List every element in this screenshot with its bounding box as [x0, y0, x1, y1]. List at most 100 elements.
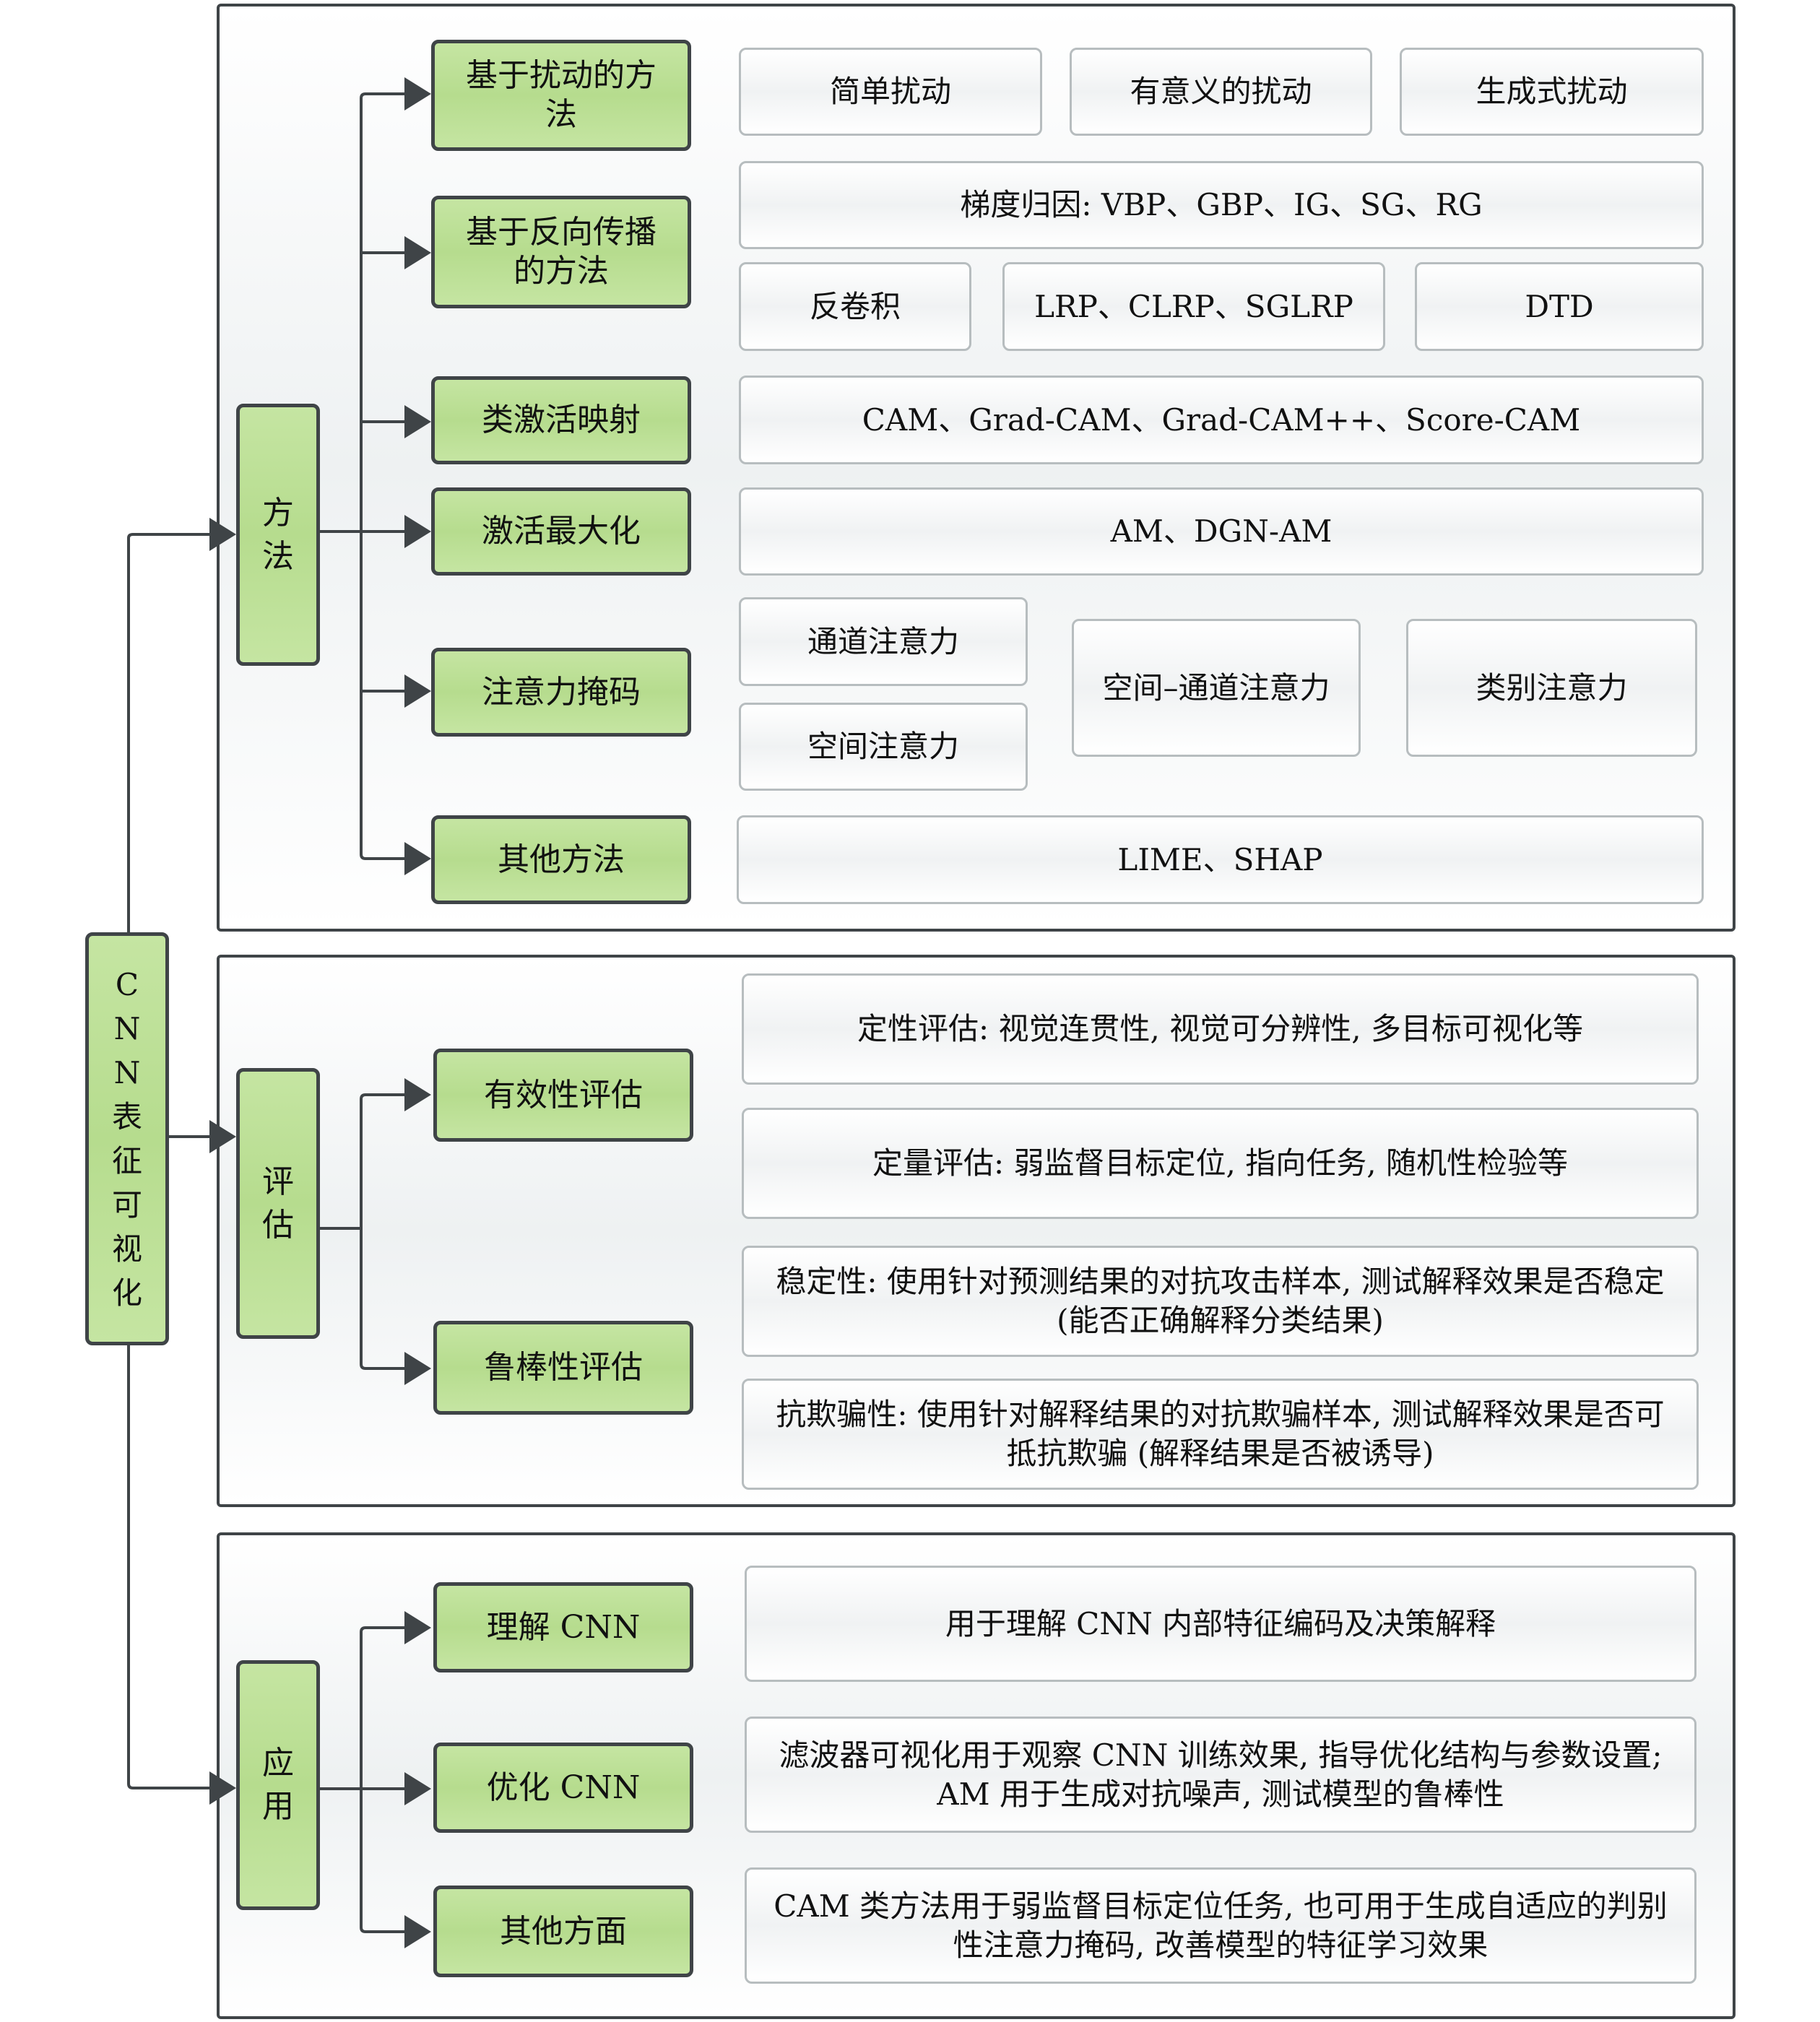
- leaf-label: 通道注意力: [807, 623, 959, 659]
- leaf-label: 定量评估: 弱监督目标定位, 指向任务, 随机性检验等: [872, 1145, 1568, 1181]
- root-char: 可: [111, 1187, 142, 1223]
- node-char: 用: [262, 1788, 294, 1825]
- leaf-am: AM、DGN-AM: [739, 487, 1704, 576]
- leaf-label: CAM 类方法用于弱监督目标定位任务, 也可用于生成自适应的判别性注意力掩码, …: [774, 1888, 1668, 1963]
- node-class-activation-mapping: 类激活映射: [431, 376, 691, 464]
- leaf-lrp: LRP、CLRP、SGLRP: [1002, 262, 1385, 351]
- leaf-label: 抗欺骗性: 使用针对解释结果的对抗欺骗样本, 测试解释效果是否可抵抗欺骗 (解释…: [776, 1397, 1665, 1471]
- leaf-spatial-channel-attention: 空间–通道注意力: [1072, 619, 1361, 757]
- node-evaluation: 评 估: [236, 1068, 320, 1339]
- node-perturbation-methods: 基于扰动的方法: [431, 40, 691, 151]
- root-node-cnn-visualization: C N N 表 征 可 视 化: [85, 932, 169, 1345]
- node-label: 基于反向传播的方法: [466, 214, 656, 290]
- leaf-stability: 稳定性: 使用针对预测结果的对抗攻击样本, 测试解释效果是否稳定 (能否正确解释…: [742, 1246, 1699, 1357]
- node-applications: 应 用: [236, 1660, 320, 1910]
- arrow-head: [404, 674, 431, 708]
- leaf-label: DTD: [1525, 288, 1594, 324]
- leaf-label: 空间注意力: [807, 729, 959, 764]
- applications-bus: [360, 1626, 404, 1933]
- leaf-optimize-cnn-desc: 滤波器可视化用于观察 CNN 训练效果, 指导优化结构与参数设置; AM 用于生…: [745, 1717, 1696, 1833]
- node-activation-maximization: 激活最大化: [431, 487, 691, 576]
- root-char: 征: [111, 1143, 142, 1179]
- evaluation-bus: [360, 1093, 404, 1370]
- leaf-understand-cnn-desc: 用于理解 CNN 内部特征编码及决策解释: [745, 1566, 1696, 1682]
- leaf-deconvolution: 反卷积: [739, 262, 971, 351]
- leaf-label: 有意义的扰动: [1130, 74, 1312, 109]
- node-label: 优化 CNN: [486, 1769, 641, 1806]
- leaf-meaningful-perturbation: 有意义的扰动: [1070, 48, 1372, 136]
- node-label: 类激活映射: [482, 402, 641, 438]
- root-trunk-down: [127, 1345, 220, 1789]
- node-char: 估: [262, 1206, 294, 1244]
- arrow-head: [404, 77, 431, 110]
- root-char: 视: [111, 1231, 142, 1267]
- leaf-generative-perturbation: 生成式扰动: [1400, 48, 1704, 136]
- arrow-head: [404, 236, 431, 269]
- node-optimize-cnn: 优化 CNN: [433, 1743, 693, 1833]
- leaf-spatial-attention: 空间注意力: [739, 703, 1028, 791]
- node-other-methods: 其他方法: [431, 815, 691, 904]
- leaf-label: 用于理解 CNN 内部特征编码及决策解释: [945, 1605, 1496, 1641]
- arrow-head: [209, 1771, 236, 1805]
- node-char: 应: [262, 1745, 294, 1782]
- node-label: 其他方法: [498, 841, 625, 878]
- node-char: 评: [262, 1163, 294, 1200]
- leaf-label: AM、DGN-AM: [1110, 513, 1332, 549]
- node-backprop-methods: 基于反向传播的方法: [431, 196, 691, 308]
- root-char: N: [113, 1011, 141, 1046]
- node-label: 基于扰动的方法: [466, 57, 656, 133]
- leaf-label: 稳定性: 使用针对预测结果的对抗攻击样本, 测试解释效果是否稳定 (能否正确解释…: [776, 1264, 1665, 1338]
- leaf-label: 类别注意力: [1476, 669, 1628, 706]
- node-label: 理解 CNN: [486, 1608, 641, 1646]
- node-effectiveness-evaluation: 有效性评估: [433, 1049, 693, 1142]
- arrow-head: [404, 1078, 431, 1111]
- arrow-head: [404, 1352, 431, 1385]
- arrow-head: [404, 405, 431, 438]
- root-char: 化: [111, 1275, 142, 1311]
- arrow-head: [404, 1611, 431, 1644]
- leaf-other-aspects-desc: CAM 类方法用于弱监督目标定位任务, 也可用于生成自适应的判别性注意力掩码, …: [745, 1867, 1696, 1984]
- leaf-label: 梯度归因: VBP、GBP、IG、SG、RG: [960, 187, 1483, 222]
- node-methods: 方 法: [236, 404, 320, 666]
- leaf-simple-perturbation: 简单扰动: [739, 48, 1042, 136]
- node-label: 鲁棒性评估: [484, 1349, 643, 1386]
- arrow-head: [209, 1120, 236, 1153]
- leaf-label: 简单扰动: [829, 74, 951, 109]
- arrow-head: [209, 518, 236, 551]
- node-label: 其他方面: [500, 1912, 627, 1950]
- node-understand-cnn: 理解 CNN: [433, 1582, 693, 1672]
- root-char: 表: [111, 1099, 142, 1134]
- arrow-head: [404, 842, 431, 875]
- leaf-lime-shap: LIME、SHAP: [737, 815, 1704, 904]
- leaf-label: 滤波器可视化用于观察 CNN 训练效果, 指导优化结构与参数设置; AM 用于生…: [779, 1737, 1663, 1812]
- leaf-label: 生成式扰动: [1476, 74, 1628, 109]
- leaf-label: 反卷积: [809, 288, 901, 324]
- node-label: 激活最大化: [482, 513, 641, 550]
- leaf-gradient-attribution: 梯度归因: VBP、GBP、IG、SG、RG: [739, 161, 1704, 249]
- root-char: N: [113, 1055, 141, 1090]
- root-trunk-up: [127, 533, 220, 932]
- leaf-label: 空间–通道注意力: [1102, 669, 1330, 706]
- node-char: 法: [262, 537, 294, 575]
- node-attention-mask: 注意力掩码: [431, 648, 691, 737]
- leaf-cam-family: CAM、Grad-CAM、Grad-CAM++、Score-CAM: [739, 376, 1704, 464]
- node-label: 注意力掩码: [482, 673, 641, 711]
- node-robustness-evaluation: 鲁棒性评估: [433, 1321, 693, 1415]
- root-char: C: [115, 967, 139, 1002]
- leaf-dtd: DTD: [1415, 262, 1704, 351]
- leaf-channel-attention: 通道注意力: [739, 597, 1028, 686]
- leaf-anti-deception: 抗欺骗性: 使用针对解释结果的对抗欺骗样本, 测试解释效果是否可抵抗欺骗 (解释…: [742, 1379, 1699, 1490]
- arrow-head: [404, 1915, 431, 1948]
- leaf-label: LIME、SHAP: [1117, 841, 1323, 877]
- leaf-qualitative-evaluation: 定性评估: 视觉连贯性, 视觉可分辨性, 多目标可视化等: [742, 973, 1699, 1085]
- node-other-aspects: 其他方面: [433, 1886, 693, 1977]
- methods-bus: [360, 92, 404, 860]
- node-label: 有效性评估: [484, 1076, 643, 1114]
- leaf-label: CAM、Grad-CAM、Grad-CAM++、Score-CAM: [862, 402, 1581, 438]
- leaf-label: 定性评估: 视觉连贯性, 视觉可分辨性, 多目标可视化等: [857, 1011, 1583, 1046]
- leaf-class-attention: 类别注意力: [1406, 619, 1697, 757]
- arrow-head: [404, 515, 431, 548]
- node-char: 方: [262, 494, 294, 531]
- leaf-quantitative-evaluation: 定量评估: 弱监督目标定位, 指向任务, 随机性检验等: [742, 1108, 1699, 1219]
